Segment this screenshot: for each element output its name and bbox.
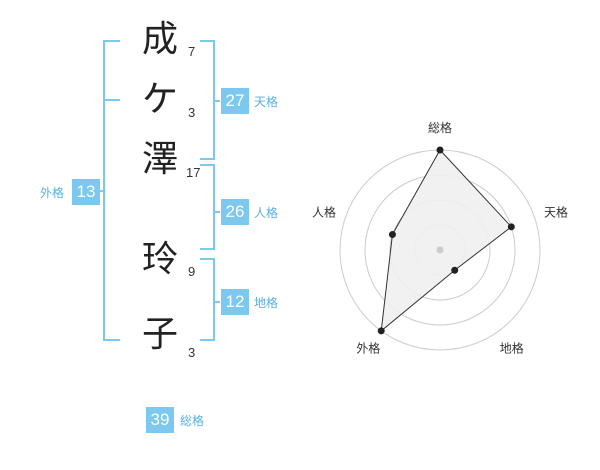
jinkaku-value: 26 bbox=[221, 199, 249, 225]
gaikaku-label: 外格 bbox=[40, 186, 65, 200]
radar-point-5 bbox=[388, 231, 396, 239]
name-char-3: 澤 bbox=[141, 139, 178, 180]
name-char-4: 玲 bbox=[141, 239, 178, 280]
radar-axis-label-1: 総格 bbox=[428, 120, 452, 135]
chikaku-value: 12 bbox=[221, 289, 249, 315]
soukaku-label: 総格 bbox=[180, 414, 205, 428]
jinkaku-label: 人格 bbox=[254, 206, 279, 220]
stroke-count-4: 9 bbox=[188, 264, 196, 279]
name-char-5: 子 bbox=[141, 314, 178, 355]
stroke-count-2: 3 bbox=[188, 105, 196, 120]
radar-axis-label-5: 人格 bbox=[312, 204, 336, 219]
stroke-count-3: 17 bbox=[186, 165, 201, 180]
gaikaku-value: 13 bbox=[72, 179, 100, 205]
radar-center-dot bbox=[436, 246, 444, 254]
radar-axis-label-3: 地格 bbox=[500, 341, 524, 356]
radar-point-1 bbox=[436, 146, 444, 154]
name-char-1: 成 bbox=[141, 19, 178, 60]
radar-point-3 bbox=[451, 266, 459, 274]
chikaku-label: 地格 bbox=[254, 296, 279, 310]
stroke-count-5: 3 bbox=[188, 345, 196, 360]
soukaku-value: 39 bbox=[146, 407, 174, 433]
name-char-2: ケ bbox=[141, 79, 178, 120]
radar-point-4 bbox=[377, 327, 385, 335]
tenkaku-value: 27 bbox=[221, 88, 249, 114]
radar-axis-label-4: 外格 bbox=[356, 341, 380, 356]
radar-point-2 bbox=[507, 223, 515, 231]
tenkaku-label: 天格 bbox=[254, 95, 279, 109]
radar-axis-label-2: 天格 bbox=[544, 204, 568, 219]
stroke-count-1: 7 bbox=[188, 44, 196, 59]
radar-polygon bbox=[380, 149, 513, 333]
